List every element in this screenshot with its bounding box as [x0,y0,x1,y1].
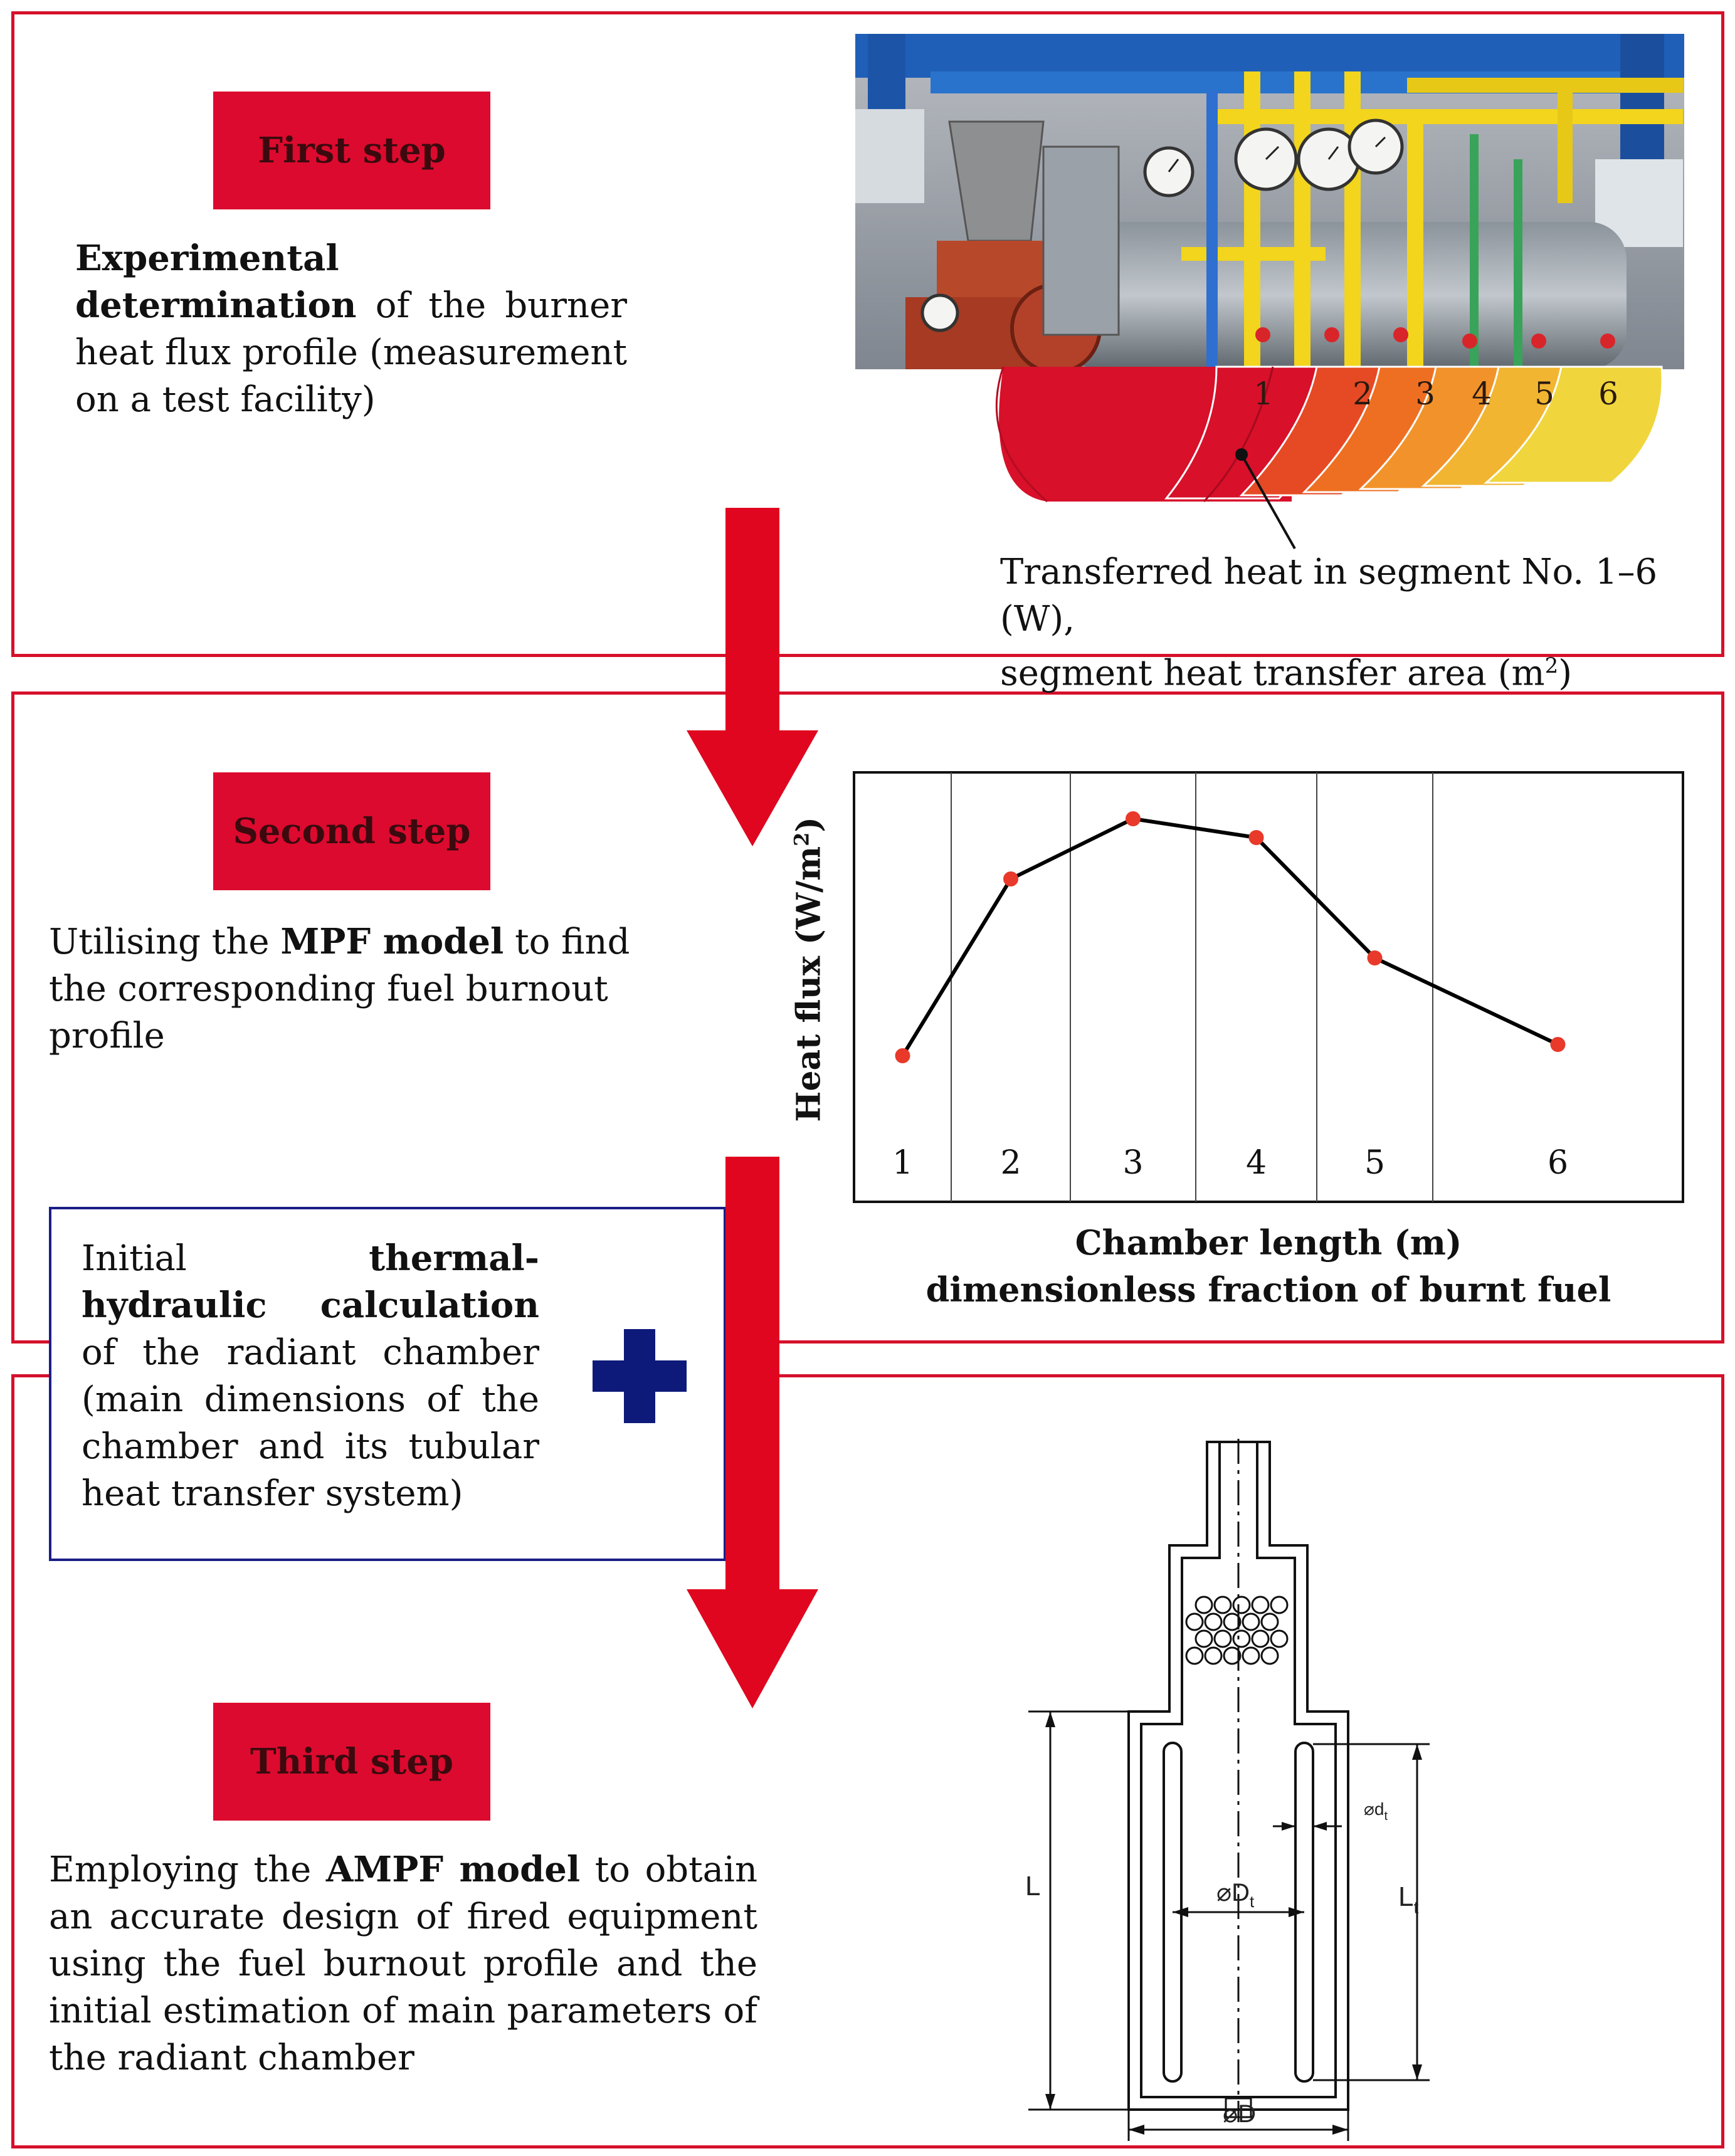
first-step-desc-bold: Experimental determination [75,238,357,326]
annotation-leader-line [1240,454,1296,549]
segment-label-4: 4 [1472,376,1492,412]
dim-label-Dt: ⌀Dt [1216,1879,1255,1911]
first-step-panel [11,11,1724,657]
chamber-inner-wall [1140,1442,1337,2098]
first-step-description: Experimental determination of the burner… [75,235,627,423]
ampf-model-term: AMPF model [325,1849,581,1890]
x-tick-label-1: 1 [892,1144,913,1182]
tube-bundle [1185,1596,1289,1665]
chart-frame [853,771,1684,1203]
x-tick-label-5: 5 [1364,1144,1385,1182]
segment-annotation-line1: Transferred heat in segment No. 1–6 (W), [1000,552,1658,639]
first-step-desc-rest: of the burner heat flux profile (measure… [75,285,627,420]
chart-xlabel-line2: dimensionless fraction of burnt fuel [926,1270,1611,1310]
segment-label-2: 2 [1353,376,1373,412]
data-point-4 [1248,830,1264,845]
segment-label-6: 6 [1598,376,1618,412]
segment-label-3: 3 [1415,376,1435,412]
thermal-hydraulic-text: Initial thermal-hydraulic calculation of… [82,1238,539,1514]
arrow-down-icon [687,508,818,846]
data-point-1 [895,1048,910,1063]
heat-flux-series-line [900,816,1559,1057]
x-tick-label-4: 4 [1246,1144,1267,1182]
third-step-badge: Third step [213,1703,490,1821]
data-point-6 [1550,1037,1566,1052]
x-tick-label-3: 3 [1122,1144,1143,1182]
data-point-2 [1003,871,1018,886]
radiant-chamber-drawing: L Lt ⌀Dt ⌀dt ⌀D [1025,1439,1430,2141]
second-step-badge: Second step [213,772,490,890]
dim-label-D: ⌀D [1223,2100,1256,2128]
third-step-panel [11,1374,1724,2148]
data-point-3 [1126,811,1141,826]
plus-icon [593,1329,687,1423]
dim-label-L: L [1025,1871,1040,1901]
mpf-model-term: MPF model [280,921,504,962]
segmented-chamber: 1 2 3 4 5 6 [995,365,1664,503]
data-point-5 [1367,950,1383,965]
dim-label-Lt: Lt [1398,1881,1418,1917]
x-tick-label-6: 6 [1548,1144,1568,1182]
second-step-panel [11,691,1724,1344]
chart-xlabel-line1: Chamber length (m) [1075,1223,1462,1263]
first-step-badge: First step [213,92,490,209]
heat-flux-chart: 1 2 3 4 5 6 [853,771,1684,1203]
test-facility-photo [855,34,1684,374]
segment-annotation-line2: segment heat transfer area (m2) [1000,653,1573,694]
chart-xlabel: Chamber length (m) dimensionless fractio… [854,1219,1683,1313]
third-step-description: Employing the AMPF model to obtain an ac… [49,1849,758,2078]
segment-label-5: 5 [1534,376,1554,412]
burner [1225,2097,1252,2118]
second-step-description: Utilising the MPF model to find the corr… [49,921,630,1056]
segment-label-1: 1 [1253,376,1274,412]
dim-label-dt: ⌀dt [1364,1799,1388,1823]
x-tick-label-2: 2 [1000,1144,1021,1182]
segment-annotation: Transferred heat in segment No. 1–6 (W),… [1000,549,1715,697]
thermal-hydraulic-term: thermal-hydraulic calculation [82,1238,539,1326]
segment-shape-6 [1483,365,1664,484]
arrow-down-icon [687,1157,818,1708]
